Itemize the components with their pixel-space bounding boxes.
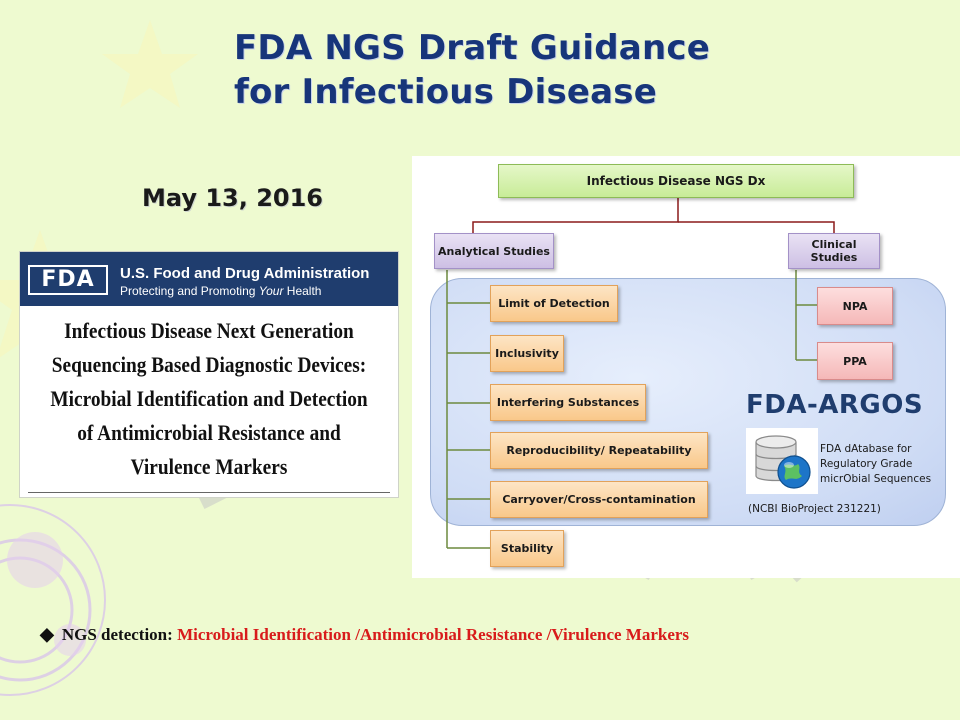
clinical-item-ppa: PPA: [817, 342, 893, 380]
analytical-item: Inclusivity: [490, 335, 564, 372]
clinical-studies-node: Clinical Studies: [788, 233, 880, 269]
clinical-item-npa: NPA: [817, 287, 893, 325]
fda-argos-title: FDA-ARGOS: [746, 390, 924, 420]
document-title-line: Sequencing Based Diagnostic Devices:: [51, 352, 367, 377]
diagram-connectors: [446, 198, 835, 549]
document-title-line: Infectious Disease Next Generation: [64, 318, 354, 343]
database-globe-icon: [746, 428, 818, 494]
slide-date: May 13, 2016: [142, 184, 324, 212]
analytical-item: Stability: [490, 530, 564, 567]
tagline-emphasis: Your: [258, 284, 284, 298]
argos-description-line: Regulatory Grade: [820, 458, 913, 470]
guidance-document-cover: FDA U.S. Food and Drug Administration Pr…: [19, 251, 399, 498]
bullet-text: Microbial Identification /Antimicrobial …: [177, 625, 690, 644]
fda-logo: FDA: [28, 265, 108, 295]
diamond-bullet-icon: ◆: [40, 624, 54, 644]
ngs-dx-diagram: Infectious Disease NGS Dx Analytical Stu…: [412, 156, 960, 578]
agency-tagline: Protecting and Promoting Your Health: [120, 284, 321, 298]
connector-root-clinical: [678, 221, 835, 233]
bullet-label: NGS detection:: [61, 625, 178, 644]
analytical-item: Interfering Substances: [490, 384, 646, 421]
document-title: Infectious Disease Next Generation Seque…: [46, 314, 371, 484]
slide-title-line-1: FDA NGS Draft Guidance: [234, 28, 710, 68]
tagline-prefix: Protecting and Promoting: [120, 284, 259, 298]
tagline-suffix: Health: [283, 284, 322, 298]
argos-description-line: FDA dAtabase for: [820, 443, 912, 455]
agency-name: U.S. Food and Drug Administration: [120, 265, 370, 282]
root-node: Infectious Disease NGS Dx: [498, 164, 854, 198]
fda-header-banner: FDA U.S. Food and Drug Administration Pr…: [20, 252, 398, 306]
argos-description-line: micrObial Sequences: [820, 473, 932, 485]
document-title-line: Virulence Markers: [130, 454, 288, 479]
analytical-studies-node: Analytical Studies: [434, 233, 554, 269]
ncbi-bioproject-label: (NCBI BioProject 231221): [748, 503, 881, 515]
slide-title-line-2: for Infectious Disease: [234, 72, 657, 112]
analytical-item: Reproducibility/ Repeatability: [490, 432, 708, 469]
connector-root-branches: [472, 198, 679, 233]
document-title-line: Microbial Identification and Detection: [50, 386, 368, 411]
document-title-line: of Antimicrobial Resistance and: [77, 420, 341, 445]
analytical-item: Carryover/Cross-contamination: [490, 481, 708, 518]
ngs-detection-bullet: ◆ NGS detection: Microbial Identification…: [40, 624, 689, 645]
analytical-item: Limit of Detection: [490, 285, 618, 322]
document-divider: [28, 492, 390, 493]
